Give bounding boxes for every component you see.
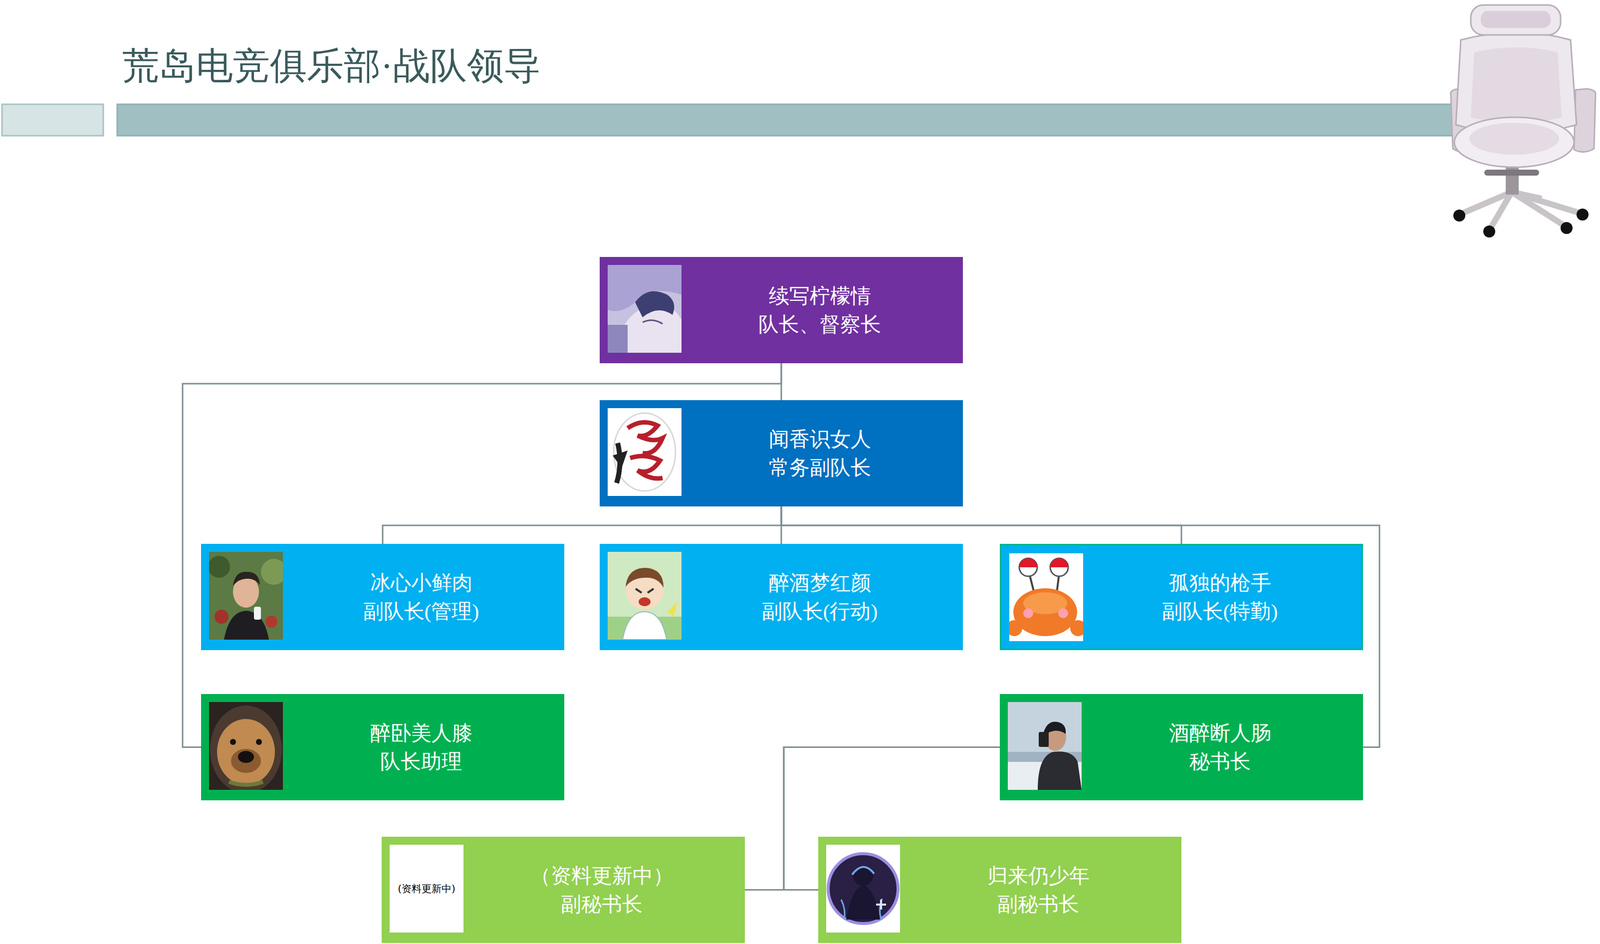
member-box: 闻香识女人常务副队长 (599, 400, 963, 507)
member-role: 秘书长 (1189, 747, 1251, 776)
member-name: 酒醉断人肠 (1168, 718, 1272, 748)
member-name: 醉酒梦红颜 (768, 568, 872, 598)
member-name: 醉卧美人膝 (370, 718, 473, 748)
member-name: 孤独的枪手 (1168, 568, 1272, 598)
text-area: 醉酒梦红颜副队长(行动) (684, 543, 955, 651)
text-area: 归来仍少年副秘书长 (903, 836, 1174, 943)
avatar-image (209, 551, 283, 640)
text-area: 冰心小鲜肉副队长(管理) (285, 543, 557, 651)
member-name: （资料更新中） (530, 861, 674, 891)
avatar-image (1007, 701, 1082, 790)
member-role: 队长、督察长 (758, 310, 882, 339)
member-role: 队长助理 (380, 747, 462, 776)
text-area: 醉卧美人膝队长助理 (285, 693, 557, 801)
header-bar-small (1, 104, 104, 136)
placeholder-label: (资料更新中) (397, 882, 456, 896)
avatar-image (1009, 553, 1084, 642)
member-box: 醉卧美人膝队长助理 (201, 693, 565, 801)
member-name: 续写柠檬情 (768, 281, 872, 311)
member-role: 副队长(管理) (363, 597, 479, 626)
text-area: 孤独的枪手副队长(特勤) (1086, 545, 1354, 649)
avatar-image (209, 701, 283, 790)
member-role: 常务副队长 (768, 453, 872, 482)
office-chair (1450, 4, 1597, 238)
member-box: 孤独的枪手副队长(特勤) (999, 543, 1364, 651)
text-area: 闻香识女人常务副队长 (684, 400, 955, 507)
member-name: 冰心小鲜肉 (370, 568, 473, 598)
member-box: 酒醉断人肠秘书长 (999, 693, 1364, 801)
member-box: 醉酒梦红颜副队长(行动) (599, 543, 963, 651)
member-role: 副队长(行动) (761, 597, 878, 626)
avatar-image (826, 844, 901, 933)
text-area: （资料更新中）副秘书长 (466, 836, 737, 943)
header-bar (117, 104, 1465, 136)
member-name: 归来仍少年 (987, 861, 1090, 891)
avatar-image (607, 264, 682, 353)
member-box: 续写柠檬情队长、督察长 (599, 256, 963, 364)
text-area: 酒醉断人肠秘书长 (1084, 693, 1356, 801)
member-box: （资料更新中）副秘书长 (资料更新中) (381, 836, 745, 943)
page-title: 荒岛电竞俱乐部·战队领导 (122, 45, 541, 87)
member-role: 副秘书长 (997, 890, 1080, 919)
title-box: 荒岛电竞俱乐部·战队领导 (122, 45, 541, 87)
member-box: 冰心小鲜肉副队长(管理) (201, 543, 565, 651)
member-role: 副队长(特勤) (1161, 597, 1278, 626)
member-role: 副秘书长 (560, 890, 643, 919)
member-name: 闻香识女人 (768, 425, 872, 454)
connector (382, 506, 782, 544)
avatar-image (607, 408, 682, 496)
avatar-image (607, 551, 682, 640)
label-holder: (资料更新中) (389, 844, 464, 933)
member-box: 归来仍少年副秘书长 (818, 836, 1182, 943)
text-area: 续写柠檬情队长、督察长 (684, 256, 955, 364)
